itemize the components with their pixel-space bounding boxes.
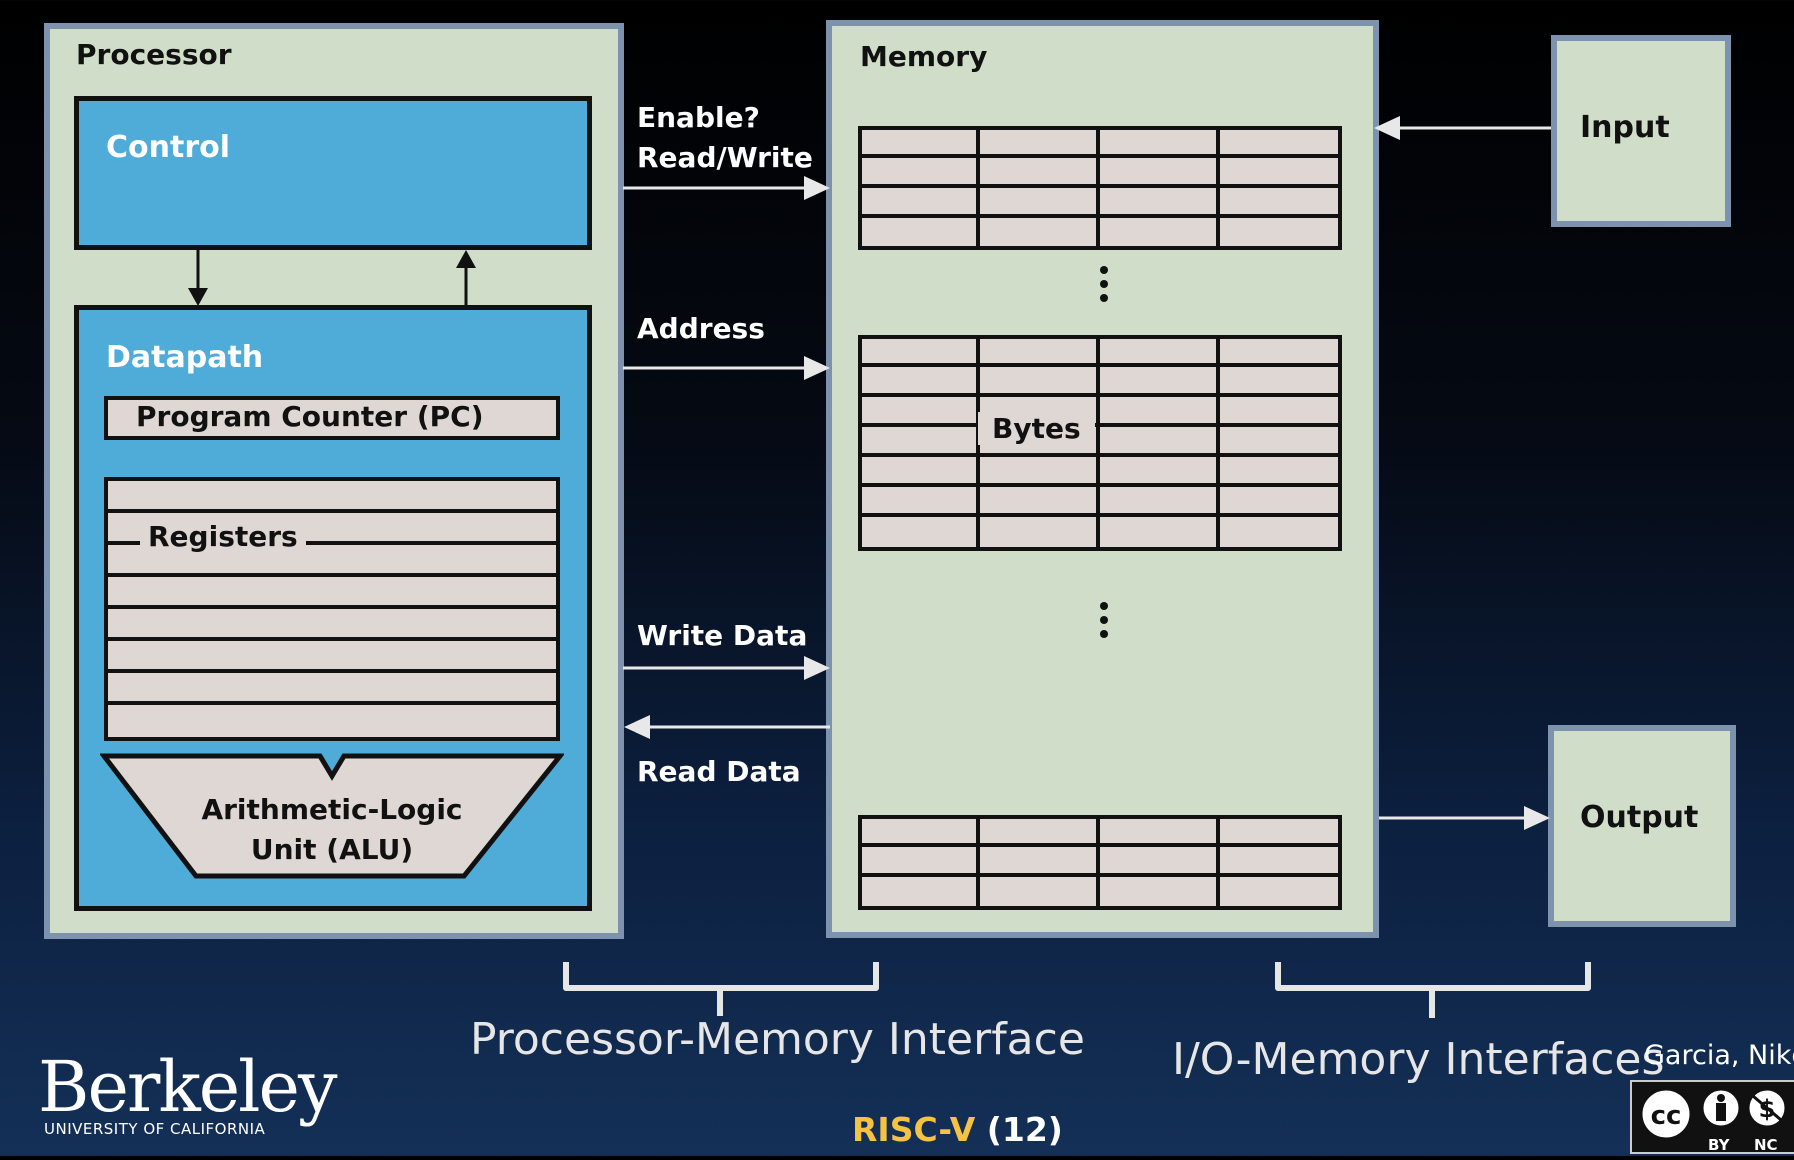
memory-block-top bbox=[858, 126, 1342, 250]
berkeley-logo-subtitle: UNIVERSITY OF CALIFORNIA bbox=[44, 1120, 266, 1138]
datapath-label: Datapath bbox=[106, 340, 264, 375]
program-counter bbox=[104, 396, 560, 440]
input-device bbox=[1551, 35, 1731, 227]
control-block bbox=[74, 96, 592, 250]
slide-footer: RISC-V (12) bbox=[852, 1110, 1063, 1149]
output-label: Output bbox=[1580, 800, 1699, 835]
address-label: Address bbox=[637, 312, 765, 345]
cc-by-label: BY bbox=[1708, 1136, 1730, 1154]
memory-block-middle bbox=[858, 335, 1342, 551]
control-datapath-arrows bbox=[188, 250, 476, 306]
ellipsis-icon bbox=[1100, 602, 1108, 638]
processor-title: Processor bbox=[76, 38, 232, 71]
cc-nc-label: NC bbox=[1754, 1136, 1778, 1154]
registers-label: Registers bbox=[140, 520, 306, 553]
ellipsis-icon bbox=[1100, 266, 1108, 302]
processor-memory-interface-label: Processor-Memory Interface bbox=[470, 1014, 1085, 1065]
cc-license-badge: cc $ BY NC bbox=[1630, 1080, 1794, 1154]
slide-number: (12) bbox=[986, 1110, 1063, 1149]
memory-block-bottom bbox=[858, 815, 1342, 910]
pc-label: Program Counter (PC) bbox=[136, 400, 484, 433]
alu-label-line1: Arithmetic-Logic bbox=[201, 793, 463, 826]
read-data-label: Read Data bbox=[637, 755, 801, 788]
enable-label: Enable? bbox=[637, 101, 760, 134]
svg-text:cc: cc bbox=[1651, 1101, 1682, 1131]
alu-shape bbox=[100, 753, 564, 879]
control-label: Control bbox=[106, 130, 231, 165]
input-label: Input bbox=[1580, 110, 1670, 145]
cc-license-icon: cc $ bbox=[1639, 1087, 1788, 1141]
course-name: RISC-V bbox=[852, 1110, 976, 1149]
author-credit: Garcia, Nikc bbox=[1644, 1040, 1794, 1071]
berkeley-logo: Berkeley bbox=[38, 1046, 338, 1128]
alu-label-line2: Unit (ALU) bbox=[250, 833, 414, 866]
io-memory-interfaces-label: I/O-Memory Interfaces bbox=[1172, 1034, 1665, 1085]
read-write-label: Read/Write bbox=[637, 141, 813, 174]
write-data-label: Write Data bbox=[637, 619, 808, 652]
up-arrow-icon bbox=[456, 250, 476, 268]
output-device bbox=[1548, 725, 1736, 927]
memory-title: Memory bbox=[860, 40, 988, 73]
down-arrow-icon bbox=[188, 288, 208, 306]
alu-label: Arithmetic-Logic Unit (ALU) bbox=[100, 790, 564, 870]
bytes-label: Bytes bbox=[978, 412, 1095, 445]
